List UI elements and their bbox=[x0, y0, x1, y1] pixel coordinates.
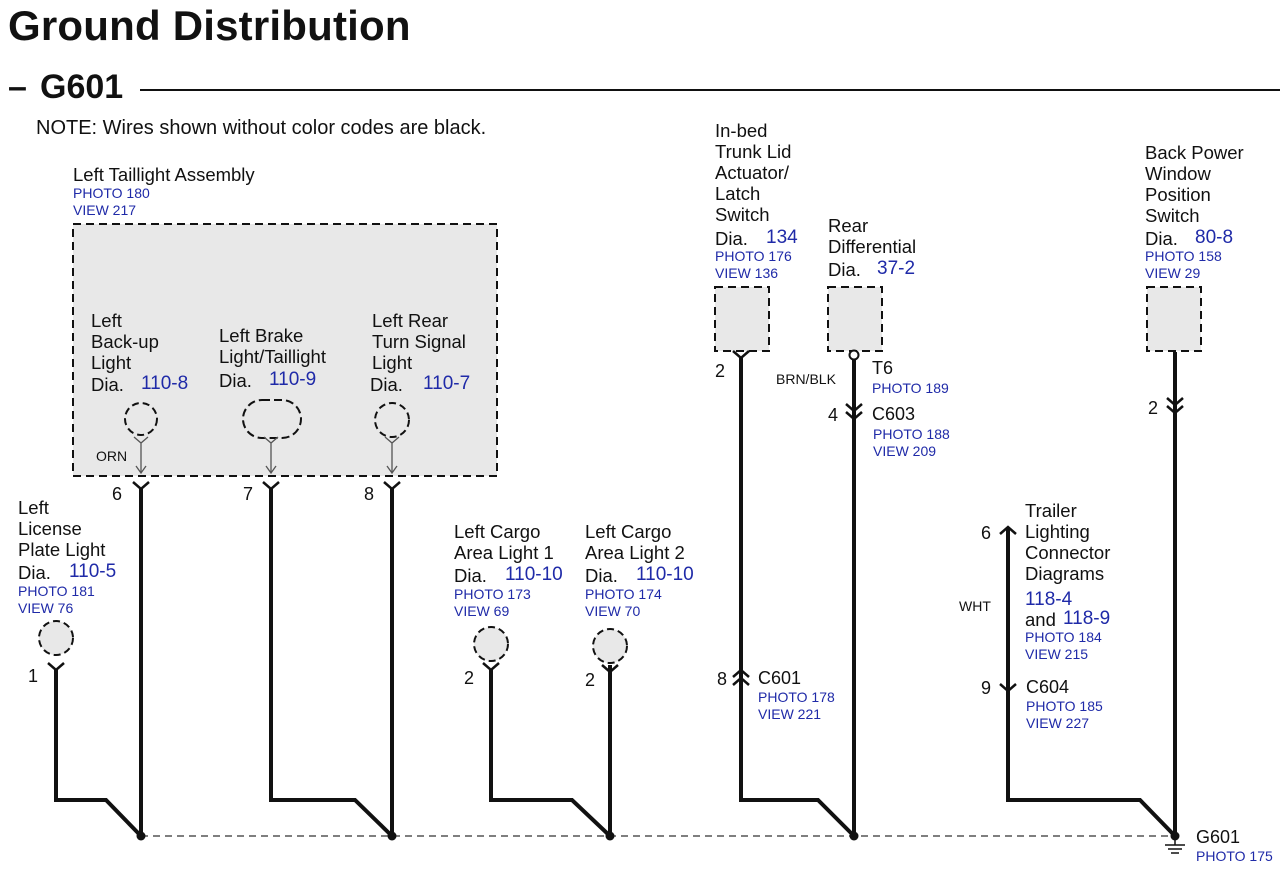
backpower-refs: PHOTO 158 VIEW 29 bbox=[1145, 248, 1222, 281]
brake-dia-value: 110-9 bbox=[269, 369, 317, 390]
trailer-and: and bbox=[1025, 609, 1056, 630]
turn-signal-label: Left Rear Turn Signal Light bbox=[372, 310, 466, 373]
ground-symbol bbox=[1165, 836, 1185, 854]
backup-pin: 6 bbox=[112, 484, 123, 504]
backpower-switch-box bbox=[1146, 286, 1202, 352]
trailer-wire-color: WHT bbox=[959, 598, 991, 614]
license-dia-label: Dia. bbox=[18, 562, 51, 583]
c601-name: C601 bbox=[758, 668, 802, 688]
turn-dia-label: Dia. bbox=[370, 374, 403, 395]
diff-label: Rear Differential bbox=[828, 215, 917, 257]
turn-pin: 8 bbox=[364, 484, 375, 504]
t6-refs: PHOTO 189 bbox=[872, 380, 949, 396]
cargo1-dia-label: Dia. bbox=[454, 565, 487, 586]
backpower-label: Back Power Window Position Switch bbox=[1145, 142, 1244, 226]
license-plate-bulb bbox=[38, 620, 74, 656]
taillight-assembly-label: Left Taillight Assembly bbox=[73, 164, 255, 185]
turn-dia-value: 110-7 bbox=[423, 373, 471, 394]
t6-name: T6 bbox=[872, 358, 894, 378]
license-dia-value: 110-5 bbox=[69, 561, 117, 582]
diff-dia-label: Dia. bbox=[828, 259, 861, 280]
c601-refs: PHOTO 178 VIEW 221 bbox=[758, 689, 835, 722]
diff-wire-color: BRN/BLK bbox=[776, 371, 836, 387]
backup-dia-value: 110-8 bbox=[141, 373, 189, 394]
light-connectors bbox=[47, 662, 619, 674]
cargo1-dia-value: 110-10 bbox=[505, 564, 563, 585]
trunk-dia-value: 134 bbox=[766, 227, 798, 248]
cargo1-refs: PHOTO 173 VIEW 69 bbox=[454, 586, 531, 619]
backpower-pin: 2 bbox=[1148, 398, 1159, 418]
cargo2-pin: 2 bbox=[585, 670, 596, 690]
cargo1-bulb bbox=[473, 626, 509, 662]
diff-dia-value: 37-2 bbox=[877, 258, 916, 279]
cargo2-refs: PHOTO 174 VIEW 70 bbox=[585, 586, 662, 619]
ground-name: G601 bbox=[1196, 827, 1241, 847]
brake-light-bulb bbox=[242, 399, 302, 439]
license-pin: 1 bbox=[28, 666, 39, 686]
brake-pin: 7 bbox=[243, 484, 254, 504]
c603-pin: 4 bbox=[828, 405, 839, 425]
c604-pin: 9 bbox=[981, 678, 992, 698]
t6-terminal bbox=[848, 349, 860, 361]
license-refs: PHOTO 181 VIEW 76 bbox=[18, 583, 95, 616]
c604-refs: PHOTO 185 VIEW 227 bbox=[1026, 698, 1103, 731]
brake-light-label: Left Brake Light/Taillight bbox=[219, 325, 326, 367]
internal-wires bbox=[133, 436, 400, 475]
license-light-label: Left License Plate Light bbox=[18, 497, 106, 560]
backup-dia-label: Dia. bbox=[91, 374, 124, 395]
trailer-dia1: 118-4 bbox=[1025, 589, 1073, 610]
brake-dia-label: Dia. bbox=[219, 370, 252, 391]
diff-box bbox=[827, 286, 883, 352]
dash: – bbox=[8, 68, 27, 106]
cargo1-label: Left Cargo Area Light 1 bbox=[454, 521, 554, 563]
trailer-pin-top: 6 bbox=[981, 523, 992, 543]
ground-id-heading: G601 bbox=[40, 68, 124, 106]
c601-pin: 8 bbox=[717, 669, 728, 689]
cargo2-bulb bbox=[592, 628, 628, 664]
assembly-connectors bbox=[132, 481, 401, 491]
cargo2-dia-label: Dia. bbox=[585, 565, 618, 586]
cargo2-dia-value: 110-10 bbox=[636, 564, 694, 585]
trailer-label: Trailer Lighting Connector Diagrams bbox=[1025, 500, 1111, 584]
connector-symbols bbox=[732, 350, 1184, 693]
trunk-switch-label: In-bed Trunk Lid Actuator/ Latch Switch bbox=[715, 120, 792, 225]
trunk-switch-box bbox=[714, 286, 770, 352]
trunk-pin: 2 bbox=[715, 361, 726, 381]
backpower-dia-label: Dia. bbox=[1145, 228, 1178, 249]
backup-light-label: Left Back-up Light bbox=[91, 310, 159, 373]
c604-name: C604 bbox=[1026, 677, 1070, 697]
c603-refs: PHOTO 188 VIEW 209 bbox=[873, 426, 950, 459]
trunk-dia-label: Dia. bbox=[715, 228, 748, 249]
ground-refs: PHOTO 175 bbox=[1196, 848, 1273, 864]
backup-light-bulb bbox=[124, 402, 158, 436]
note-text: NOTE: Wires shown without color codes ar… bbox=[36, 117, 487, 139]
backpower-dia-value: 80-8 bbox=[1195, 227, 1234, 248]
trailer-dia2: 118-9 bbox=[1063, 608, 1111, 629]
cargo2-label: Left Cargo Area Light 2 bbox=[585, 521, 685, 563]
heavy-wires bbox=[54, 352, 1177, 838]
cargo1-pin: 2 bbox=[464, 668, 475, 688]
backup-wire-color: ORN bbox=[96, 448, 128, 464]
taillight-assembly-refs: PHOTO 180 VIEW 217 bbox=[73, 185, 150, 218]
c603-name: C603 bbox=[872, 404, 916, 424]
turn-signal-bulb bbox=[374, 402, 410, 438]
page-title: Ground Distribution bbox=[8, 2, 411, 49]
trailer-refs: PHOTO 184 VIEW 215 bbox=[1025, 629, 1102, 662]
trunk-refs: PHOTO 176 VIEW 136 bbox=[715, 248, 792, 281]
